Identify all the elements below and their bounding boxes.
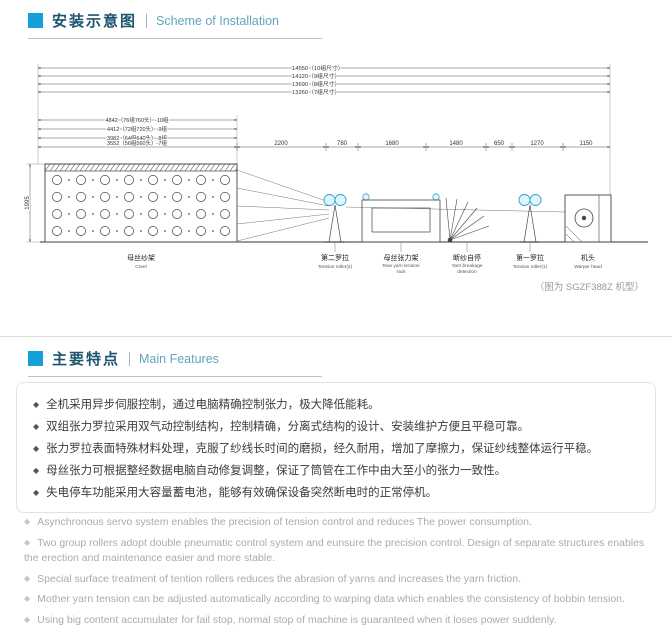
feature-en-text: Using big content accumulater for fail s… <box>37 613 557 626</box>
feature-en-text: Asynchronous servo system enables the pr… <box>37 516 532 528</box>
feature-cn-text: 张力罗拉表面特殊材料处理，克服了纱线长时间的磨损，经久耐用，增加了摩擦力，保证纱… <box>46 443 599 455</box>
dim-height-1995: 1995 <box>25 196 31 210</box>
diamond-bullet-icon: ◆ <box>33 444 40 453</box>
dim-creel-9: 4412（72组720头）-9组 <box>107 125 167 133</box>
feature-en-item: ◆Two group rollers adopt double pneumati… <box>24 535 652 567</box>
dim-creel-8: 3982（64组640头）-8组 <box>107 134 167 142</box>
feature-en-item: ◆ Special surface treatment of tention ro… <box>24 571 652 588</box>
label-creel-cn: 母丝纱架 <box>127 253 155 262</box>
title-divider <box>129 351 131 366</box>
dim-total-9: 14120（9组尺寸） <box>292 72 340 80</box>
model-note: （图为 SGZF388Z 机型） <box>535 281 644 293</box>
diamond-bullet-icon: ◆ <box>24 537 31 547</box>
dim-total-10: 14550（10组尺寸） <box>292 64 344 72</box>
diamond-bullet-icon: ◆ <box>24 517 31 526</box>
installation-section-header: 安装示意图 Scheme of Installation <box>28 10 322 39</box>
label-rack-en2: rack <box>396 269 406 275</box>
feature-cn-item: ◆ 失电停车功能采用大容量蓄电池，能够有效确保设备突然断电时的正常停机。 <box>33 482 639 504</box>
height-dimension: 1995 <box>24 163 45 243</box>
dim-total-8: 13690（8组尺寸） <box>292 80 340 88</box>
dim-1150: 1150 <box>580 141 594 147</box>
dim-1270: 1270 <box>530 141 544 147</box>
feature-cn-text: 失电停车功能采用大容量蓄电池，能够有效确保设备突然断电时的正常停机。 <box>46 487 438 499</box>
diamond-bullet-icon: ◆ <box>33 422 40 431</box>
dim-780: 780 <box>337 141 348 147</box>
feature-en-text: Mother yarn tension can be adjusted auto… <box>37 593 625 605</box>
creel <box>44 163 238 243</box>
dim-650: 650 <box>494 141 505 147</box>
label-creel-en: Creel <box>135 264 146 270</box>
dim-1480: 1480 <box>449 141 463 147</box>
yarn-lines <box>236 169 566 242</box>
feature-en-item: ◆ Mother yarn tension can be adjusted aut… <box>24 591 652 608</box>
label-leader-lines <box>334 242 531 252</box>
feature-cn-text: 全机采用异步伺服控制，通过电脑精确控制张力，极大降低能耗。 <box>46 399 380 411</box>
feature-cn-item: ◆ 全机采用异步伺服控制，通过电脑精确控制张力，极大降低能耗。 <box>33 394 639 416</box>
section-marker-icon <box>28 13 43 28</box>
feature-en-item: ◆ Asynchronous servo system enables the p… <box>24 514 652 531</box>
diamond-bullet-icon: ◆ <box>33 488 40 497</box>
feature-cn-text: 双组张力罗拉采用双气动控制结构，控制精确，分离式结构的设计、安装维护方便且平稳可… <box>46 421 530 433</box>
section-divider <box>0 336 672 337</box>
dim-creel-7: 3552（56组560头）-7组 <box>107 139 167 147</box>
label-warper-en: Warper head <box>574 264 602 270</box>
label-roller1-en: Tension roller(1) <box>513 264 548 270</box>
tension-roller-2 <box>323 194 347 243</box>
diamond-bullet-icon: ◆ <box>33 466 40 475</box>
features-title-en: Main Features <box>139 351 219 366</box>
warper-head <box>564 194 612 243</box>
feature-cn-item: ◆ 双组张力罗拉采用双气动控制结构，控制精确，分离式结构的设计、安装维护方便且平稳… <box>33 416 639 438</box>
feature-cn-item: ◆ 张力罗拉表面特殊材料处理，克服了纱线长时间的磨损，经久耐用，增加了摩擦力，保证… <box>33 438 639 460</box>
label-breakage-cn: 断纱自停 <box>453 253 481 262</box>
label-roller1-cn: 第一罗拉 <box>516 253 544 262</box>
section-marker-icon <box>28 351 43 366</box>
segment-dimension-lines <box>37 143 611 151</box>
feature-en-text: Two group rollers adopt double pneumatic… <box>24 536 645 565</box>
features-box: ◆ 全机采用异步伺服控制，通过电脑精确控制张力，极大降低能耗。 ◆ 双组张力罗拉采用… <box>16 382 656 513</box>
label-rack-cn: 母丝张力架 <box>384 253 419 262</box>
dim-2200: 2200 <box>274 141 288 147</box>
features-list-en: ◆ Asynchronous servo system enables the p… <box>24 514 652 632</box>
features-section-header: 主要特点 Main Features <box>28 348 322 377</box>
features-list-cn: ◆ 全机采用异步伺服控制，通过电脑精确控制张力，极大降低能耗。 ◆ 双组张力罗拉采用… <box>33 394 639 504</box>
feature-cn-text: 母丝张力可根据整经数据电脑自动修复调整，保证了筒管在工作中由大至小的张力一致性。 <box>46 465 507 477</box>
label-breakage-en1: Yarn breakage <box>451 263 482 269</box>
dim-total-7: 13260（7组尺寸） <box>292 88 340 96</box>
tension-roller-1 <box>518 194 542 243</box>
feature-cn-item: ◆ 母丝张力可根据整经数据电脑自动修复调整，保证了筒管在工作中由大至小的张力一致性… <box>33 460 639 482</box>
dim-creel-10: 4842（76组760头）-10组 <box>106 116 169 124</box>
yarn-breakage-detector <box>445 197 490 243</box>
diamond-bullet-icon: ◆ <box>24 594 31 603</box>
title-divider <box>146 13 148 28</box>
installation-diagram: 14550（10组尺寸） 14120（9组尺寸） 13690（8组尺寸） 132… <box>24 63 648 293</box>
diamond-bullet-icon: ◆ <box>24 614 31 624</box>
diamond-bullet-icon: ◆ <box>24 573 31 583</box>
feature-en-item: ◆ Using big content accumulater for fail … <box>24 612 652 629</box>
label-roller2-en: Tension roller(2) <box>318 264 353 270</box>
installation-title-en: Scheme of Installation <box>156 13 280 28</box>
features-title-cn: 主要特点 <box>52 351 121 368</box>
feature-en-text: Special surface treatment of tention rol… <box>37 572 521 585</box>
creel-bobbin-grid <box>52 175 230 236</box>
dim-1680: 1680 <box>385 141 399 147</box>
creel-dimension-lines <box>37 119 238 139</box>
installation-title-cn: 安装示意图 <box>52 13 138 30</box>
label-breakage-en2: detection <box>457 269 477 275</box>
label-warper-cn: 机头 <box>581 253 595 262</box>
label-rack-en1: Raw yarn tension <box>382 263 419 269</box>
raw-yarn-tension-rack <box>361 193 441 243</box>
top-dimension-lines <box>37 67 611 93</box>
diamond-bullet-icon: ◆ <box>33 400 40 409</box>
label-roller2-cn: 第二罗拉 <box>321 253 349 262</box>
